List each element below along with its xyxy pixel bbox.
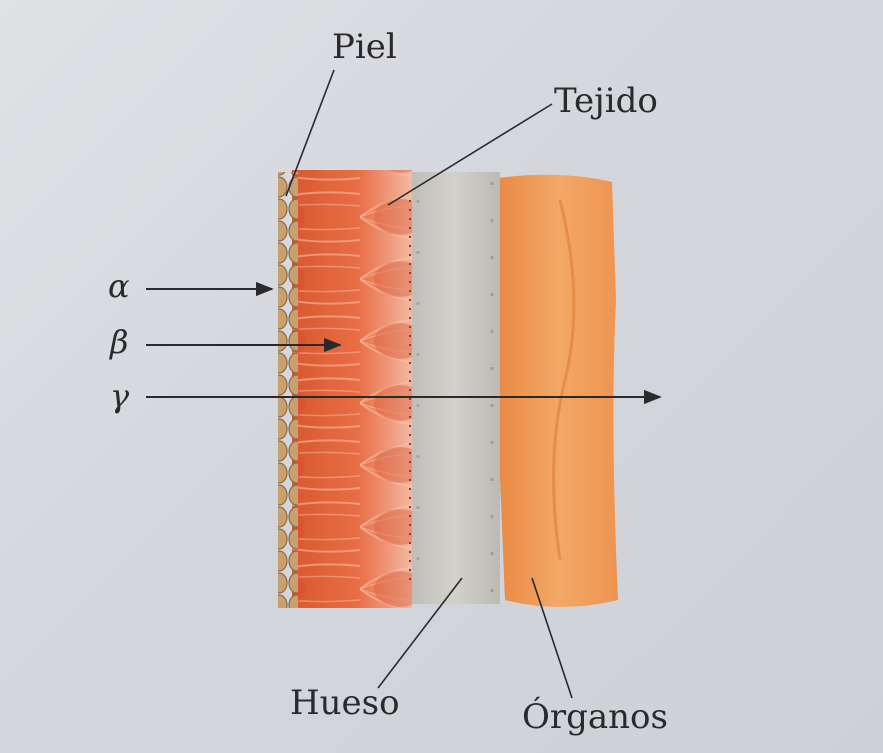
label-gamma: γ: [110, 380, 129, 412]
bone-layer: [408, 172, 500, 604]
label-organos: Órganos: [522, 700, 668, 734]
label-hueso: Hueso: [290, 686, 400, 720]
label-alpha: α: [108, 270, 130, 302]
skin-layer: [278, 172, 298, 608]
label-tejido: Tejido: [554, 84, 658, 118]
label-piel: Piel: [332, 30, 397, 64]
label-beta: β: [110, 326, 129, 358]
tissue-fibers: [292, 170, 412, 608]
